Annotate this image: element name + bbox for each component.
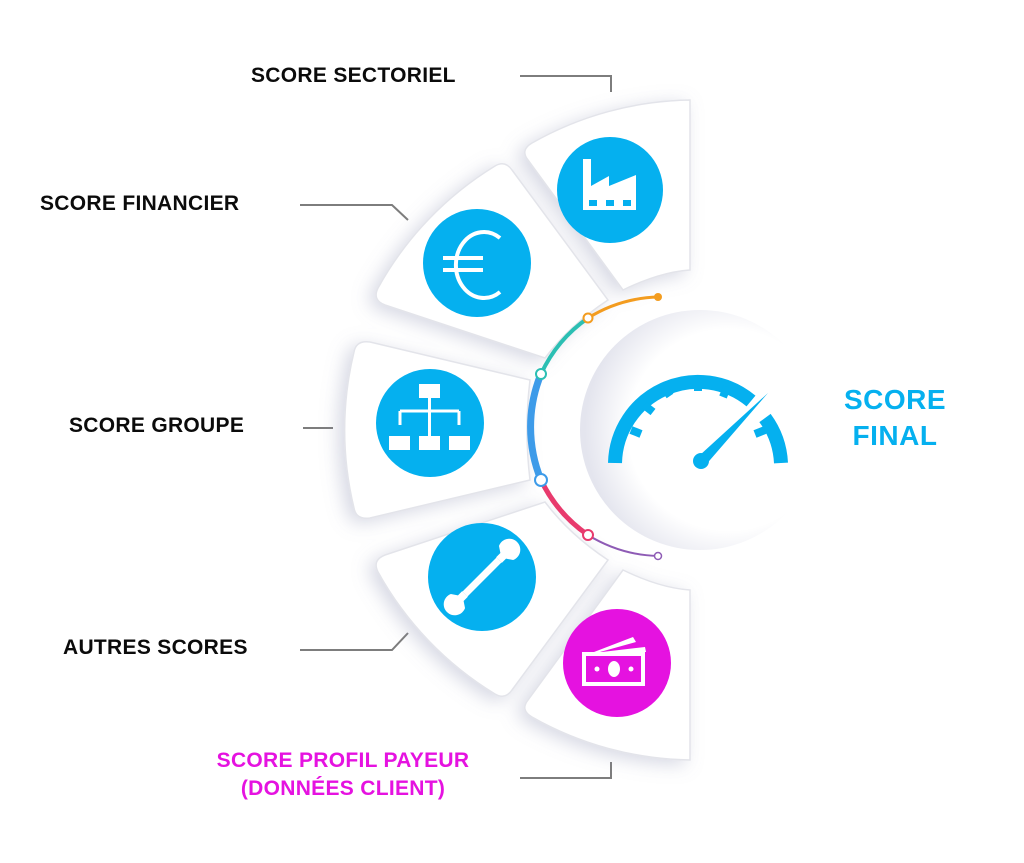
label-final-line2: FINAL (852, 420, 938, 451)
label-payeur-line1: SCORE PROFIL PAYEUR (216, 749, 470, 772)
label-autres-scores: AUTRES SCORES (63, 636, 248, 659)
arc-end-dot (654, 293, 662, 301)
money-icon (563, 609, 671, 717)
arc-node-2 (535, 368, 547, 380)
leader-line-payeur (520, 762, 612, 779)
arc-node-1 (582, 312, 594, 324)
org-chart-icon (376, 369, 484, 477)
leader-line-financier (300, 204, 409, 221)
arc-node-4 (582, 529, 594, 541)
label-final-line1: SCORE (843, 384, 947, 415)
leader-lines (300, 75, 612, 779)
arc-teal (539, 316, 590, 376)
label-score-sectoriel: SCORE SECTORIEL (251, 64, 456, 87)
label-score-profil-payeur: SCORE PROFIL PAYEUR (DONNÉES CLIENT) (187, 747, 499, 803)
label-score-final: SCORE FINAL (828, 382, 962, 454)
progress-arc (527, 293, 663, 561)
arc-orange (586, 295, 660, 320)
factory-icon (557, 137, 663, 243)
label-payeur-line2: (DONNÉES CLIENT) (240, 777, 446, 800)
wrench-icon (428, 523, 536, 631)
euro-icon (423, 209, 531, 317)
arc-node-3 (534, 473, 548, 487)
arc-end-node (653, 551, 663, 561)
label-score-financier: SCORE FINANCIER (40, 192, 240, 215)
leader-line-autres (300, 632, 409, 651)
label-score-groupe: SCORE GROUPE (69, 414, 245, 437)
gauge-backdrop (580, 310, 820, 550)
arc-blue (527, 370, 545, 484)
arc-purple (587, 534, 659, 557)
speedometer-icon (608, 374, 788, 469)
leader-line-sectoriel (520, 75, 612, 92)
